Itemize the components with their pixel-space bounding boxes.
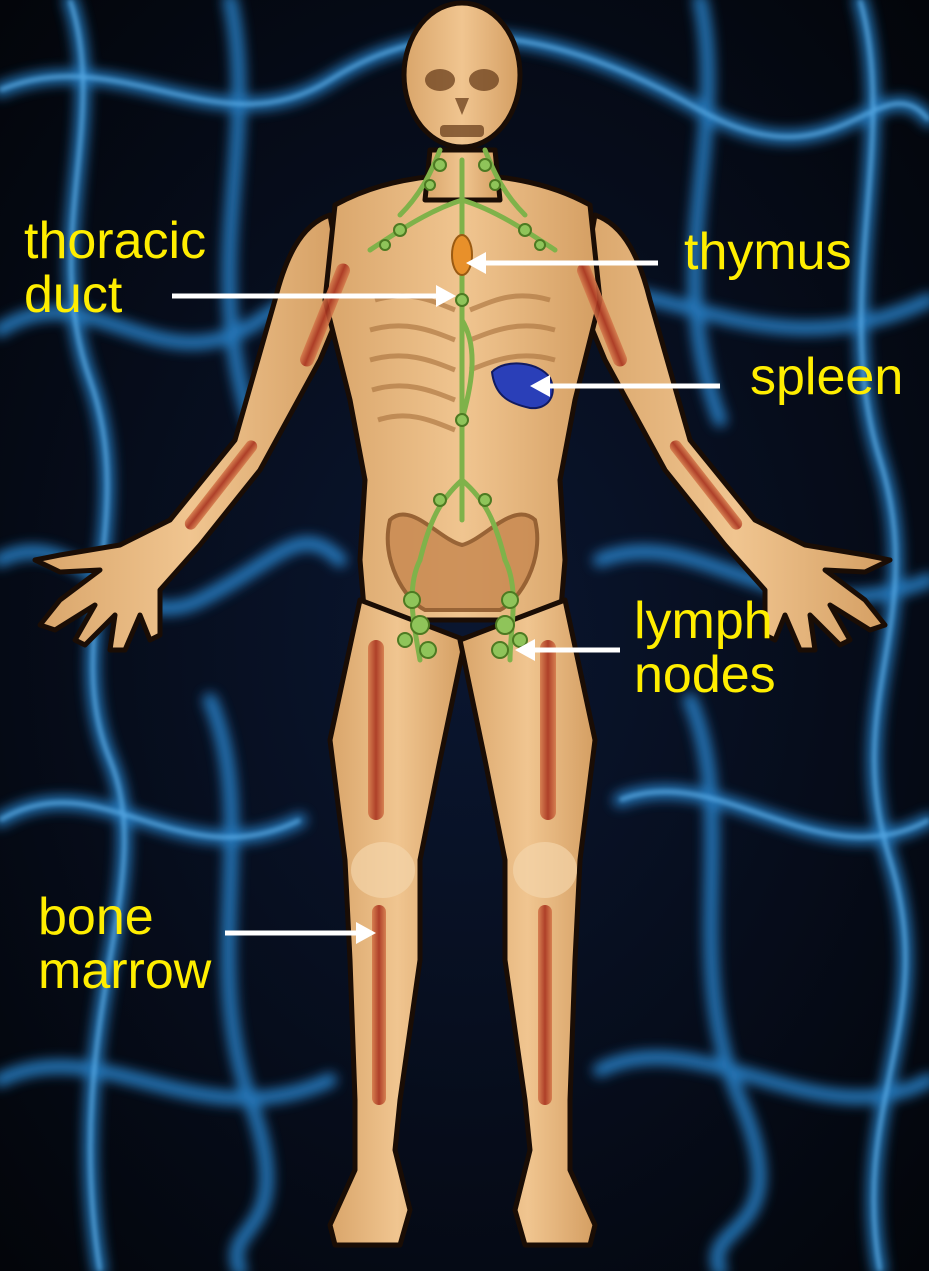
label-spleen: spleen [750,350,903,404]
label-bone-marrow: bone marrow [38,890,211,998]
label-lymph-nodes: lymph nodes [634,594,776,702]
label-thoracic-duct: thoracic duct [24,214,206,322]
label-thymus: thymus [684,225,852,279]
thymus-organ [452,235,472,275]
